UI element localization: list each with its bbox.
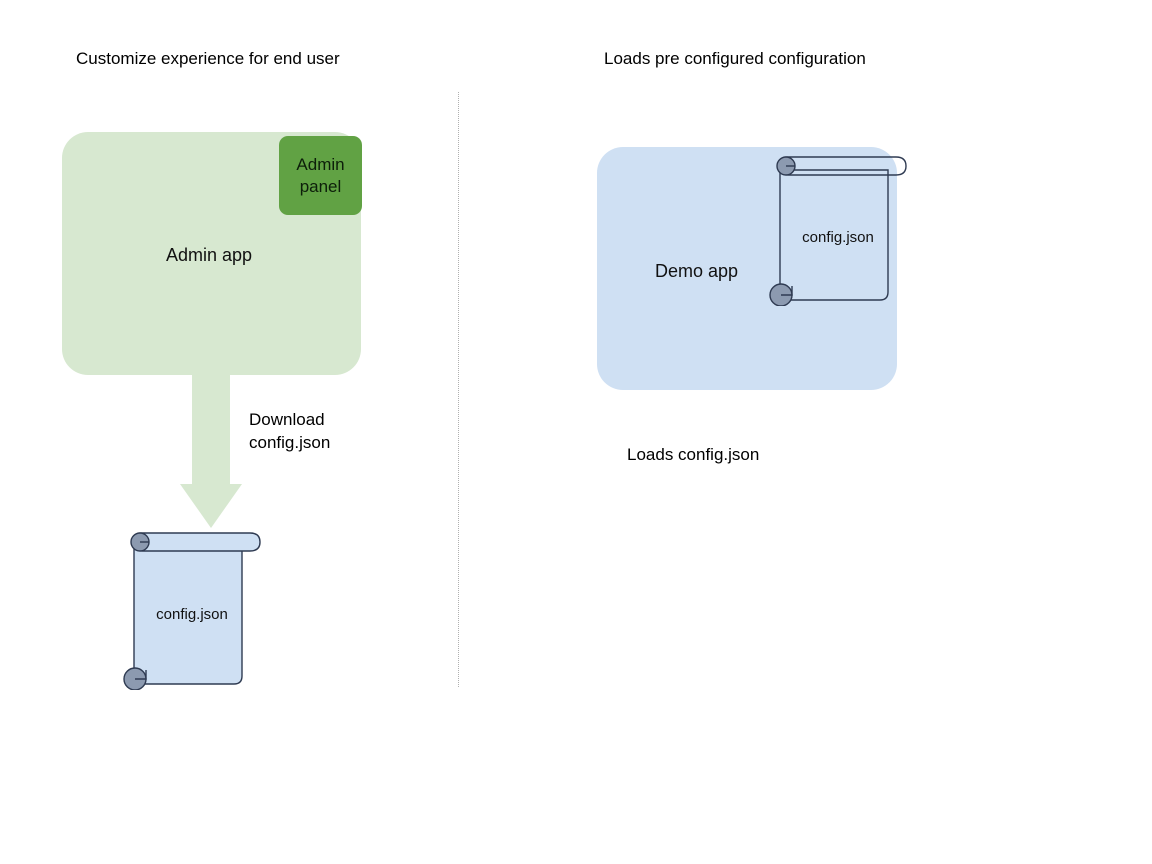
left-section-title: Customize experience for end user <box>76 49 340 68</box>
download-arrow-label: Download config.json <box>249 410 331 452</box>
config-json-label-right: config.json <box>802 229 874 246</box>
section-divider <box>458 92 460 687</box>
admin-panel-box[interactable]: Admin panel <box>279 136 362 215</box>
right-section-title: Loads pre configured configuration <box>604 49 866 68</box>
admin-panel-label: Admin panel <box>296 154 345 196</box>
config-json-label-left: config.json <box>156 606 228 623</box>
demo-app-container[interactable] <box>597 147 897 390</box>
config-json-document-right[interactable]: config.json <box>764 152 914 306</box>
demo-app-label: Demo app <box>655 261 739 281</box>
download-arrow-icon <box>180 372 242 528</box>
config-json-document-left[interactable]: config.json <box>118 528 268 690</box>
loads-config-caption: Loads config.json <box>627 445 760 464</box>
admin-app-label: Admin app <box>166 245 253 265</box>
